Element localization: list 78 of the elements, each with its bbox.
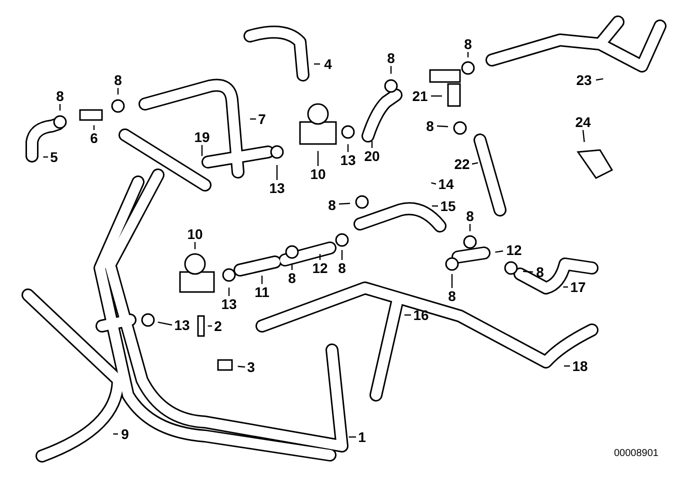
- callout-number: 10: [187, 227, 203, 241]
- callout-number: 8: [466, 209, 474, 223]
- leader-line: [228, 288, 230, 296]
- leader-line: [59, 104, 61, 111]
- callout-number: 2: [214, 319, 222, 333]
- leader-line: [158, 322, 172, 326]
- callout-number: 17: [570, 280, 586, 294]
- leader-line: [390, 66, 392, 74]
- callout-number: 6: [90, 131, 98, 145]
- leader-line: [291, 263, 293, 270]
- callout-number: 15: [440, 199, 456, 213]
- leader-line: [371, 140, 373, 148]
- leader-line: [261, 276, 263, 284]
- leader-line: [469, 224, 471, 232]
- leader-line: [43, 156, 48, 158]
- leader-line: [338, 202, 350, 205]
- callout-number: 9: [121, 427, 129, 441]
- callout-number: 8: [288, 271, 296, 285]
- leader-line: [404, 314, 411, 316]
- callout-number: 12: [312, 261, 328, 275]
- leader-line: [436, 125, 448, 128]
- leader-line: [314, 63, 320, 65]
- leader-line: [348, 436, 356, 438]
- leader-line: [472, 162, 478, 165]
- callout-number: 22: [454, 157, 470, 171]
- callout-number: 7: [258, 112, 266, 126]
- callout-number: 8: [426, 119, 434, 133]
- leader-line: [276, 165, 278, 180]
- leader-line: [564, 365, 570, 367]
- callout-number: 13: [221, 297, 237, 311]
- callout-number: 24: [575, 115, 591, 129]
- leader-line: [563, 286, 568, 288]
- callout-number: 8: [448, 289, 456, 303]
- callout-number: 11: [254, 285, 270, 299]
- callout-number: 1: [358, 430, 366, 444]
- callout-number: 8: [464, 37, 472, 51]
- leader-line: [113, 433, 118, 435]
- leader-line: [451, 274, 453, 288]
- leader-line: [117, 88, 119, 95]
- callout-number: 4: [324, 57, 332, 71]
- callout-number: 12: [506, 243, 522, 257]
- leader-line: [432, 205, 438, 207]
- leader-line: [495, 250, 504, 253]
- callout-number: 20: [364, 149, 380, 163]
- callout-number: 13: [269, 181, 285, 195]
- callout-number: 21: [412, 89, 428, 103]
- leader-line: [93, 125, 95, 130]
- callout-number: 8: [536, 265, 544, 279]
- callout-number: 8: [328, 198, 336, 212]
- callout-number: 23: [576, 73, 592, 87]
- callout-number: 13: [174, 318, 190, 332]
- callout-number: 8: [56, 89, 64, 103]
- leader-line: [522, 270, 534, 273]
- leader-line: [347, 144, 349, 152]
- leader-line: [238, 366, 246, 368]
- leader-line: [467, 52, 469, 58]
- callout-number: 3: [247, 360, 255, 374]
- drawing-number: 00008901: [614, 448, 658, 459]
- leader-line: [431, 182, 436, 185]
- leader-line: [431, 95, 442, 97]
- callout-number: 10: [310, 167, 326, 181]
- leader-line: [319, 254, 321, 260]
- leader-line: [194, 242, 196, 250]
- leader-line: [250, 118, 256, 120]
- leader-line: [582, 130, 585, 142]
- leader-line: [317, 151, 319, 166]
- leader-line: [208, 325, 212, 327]
- leader-line: [201, 145, 203, 156]
- callout-number: 13: [340, 153, 356, 167]
- callout-number: 19: [194, 130, 210, 144]
- leader-line: [596, 78, 604, 81]
- leader-line: [341, 250, 343, 260]
- callout-number: 8: [338, 261, 346, 275]
- callout-number: 5: [50, 150, 58, 164]
- callout-number: 8: [387, 51, 395, 65]
- callout-number: 8: [114, 73, 122, 87]
- callout-number: 14: [438, 177, 454, 191]
- callout-number: 18: [572, 359, 588, 373]
